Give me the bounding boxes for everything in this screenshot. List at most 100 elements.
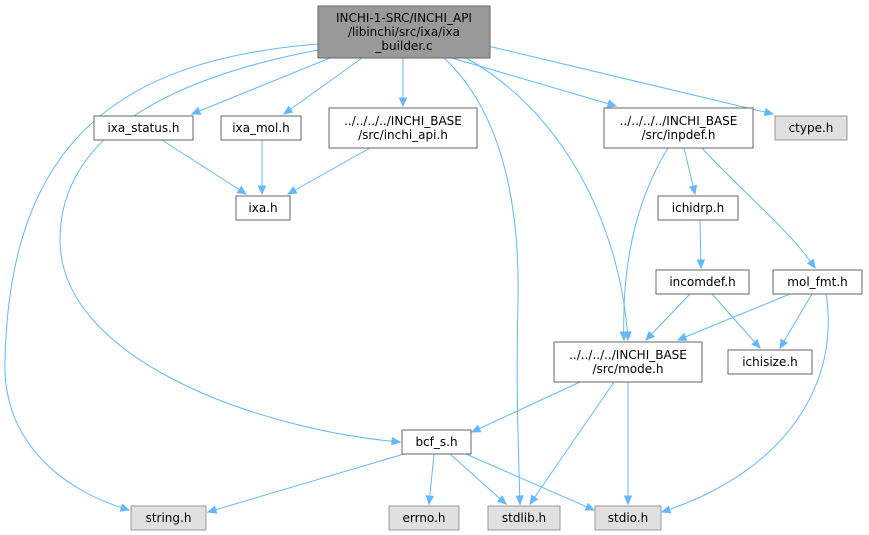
node-string: string.h [130,505,207,531]
edge-line [661,293,829,513]
edge-arrowhead [751,338,761,349]
edge-line [443,57,521,505]
node-errno: errno.h [388,505,460,531]
edge-line [623,147,669,341]
node-label: mol_fmt.h [787,275,847,289]
edge-arrowhead [763,107,775,117]
edge-arrowhead [806,258,816,270]
node-layer: INCHI-1-SRC/INCHI_API/libinchi/src/ixa/i… [93,5,863,531]
edge-arrowhead [676,332,688,341]
node-box [774,115,848,141]
edge-arrowhead [236,185,248,195]
edge-arrowhead [688,184,698,196]
edge-arrowhead [515,495,524,506]
edge-line [487,45,774,115]
edge-arrowhead [584,502,596,511]
node-box [220,115,302,141]
node-label: ichisize.h [742,355,798,369]
edge-arrowhead [206,505,218,514]
node-box [388,505,460,531]
edge-bcf_s-to-stdio [465,453,596,511]
node-ixa-mol[interactable]: ixa_mol.h [220,115,302,141]
node-label: /src/inpdef.h [642,128,716,142]
node-incomdef[interactable]: incomdef.h [655,269,750,295]
node-mol-fmt[interactable]: mol_fmt.h [772,269,863,295]
node-box [93,115,194,141]
edge-line [161,139,247,195]
node-label: _builder.c [374,39,432,53]
node-box [655,269,750,295]
node-box [553,341,703,383]
node-box [603,107,754,149]
edge-line [465,57,629,341]
node-stdio: stdio.h [594,505,662,531]
edge-mol_fmt-to-stdio [660,293,829,514]
edge-layer [4,43,829,514]
node-label: /src/inchi_api.h [358,128,448,142]
node-label: ctype.h [789,121,834,135]
edge-root-to-stdlib [443,57,524,506]
node-ixa-status[interactable]: ixa_status.h [93,115,194,141]
edge-arrowhead [257,185,267,196]
edge-arrowhead [190,106,202,115]
edge-inpdef-to-mode [619,147,669,342]
edge-line [283,57,363,115]
node-label: stdio.h [608,511,648,525]
edge-arrowhead [119,503,131,512]
node-label: ../../../../INCHI_BASE [620,114,738,128]
node-label: incomdef.h [669,275,735,289]
edge-inchi_api-to-ixa [286,147,371,195]
edge-arrowhead [619,331,628,342]
edge-arrowhead [623,495,633,506]
edge-line [779,293,813,349]
edge-line [645,293,691,341]
node-bcf-s[interactable]: bcf_s.h [401,429,472,455]
edge-inpdef-to-mol_fmt [701,147,816,270]
edge-root-to-mode [465,57,632,342]
edge-arrowhead [425,495,435,506]
node-ichidrp[interactable]: ichidrp.h [657,195,739,221]
node-mode[interactable]: ../../../../INCHI_BASE/src/mode.h [553,341,703,383]
node-label: string.h [146,511,192,525]
edge-mol_fmt-to-ichisize [779,293,813,350]
node-label: errno.h [403,511,446,525]
edge-line [207,453,405,513]
edge-bcf_s-to-string [206,453,405,514]
edge-arrowhead [529,494,539,506]
edge-line [701,147,816,269]
node-box [727,349,813,375]
node-inpdef[interactable]: ../../../../INCHI_BASE/src/inpdef.h [603,107,754,149]
node-root[interactable]: INCHI-1-SRC/INCHI_API/libinchi/src/ixa/i… [317,5,491,59]
edge-line [59,49,401,443]
node-label: ../../../../INCHI_BASE [344,114,462,128]
node-box [317,5,491,59]
edge-mode-to-stdlib [529,381,615,506]
edge-root-to-string [4,43,319,512]
edge-arrowhead [398,97,408,108]
edge-arrowhead [282,105,294,115]
edge-line [287,147,371,195]
node-ixa[interactable]: ixa.h [235,195,291,221]
edge-arrowhead [391,436,402,446]
edge-line [471,381,581,433]
node-box [772,269,863,295]
edge-line [4,43,319,511]
edge-ixa_status-to-ixa [161,139,248,195]
node-label: bcf_s.h [415,435,457,449]
edge-incomdef-to-mode [645,293,691,341]
node-label: INCHI-1-SRC/INCHI_API [336,11,472,25]
edge-root-to-inpdef [451,57,618,108]
node-label: /libinchi/src/ixa/ixa [348,25,460,39]
edge-arrowhead [470,424,482,433]
edge-line [449,453,507,505]
node-inchi-api[interactable]: ../../../../INCHI_BASE/src/inchi_api.h [328,107,478,149]
edge-line [677,293,791,341]
node-box [235,195,291,221]
node-box [401,429,472,455]
node-label: stdlib.h [502,511,546,525]
node-label: ixa_status.h [107,121,179,135]
node-label: ixa_mol.h [232,121,290,135]
node-ichisize[interactable]: ichisize.h [727,349,813,375]
node-label: ixa.h [248,201,277,215]
